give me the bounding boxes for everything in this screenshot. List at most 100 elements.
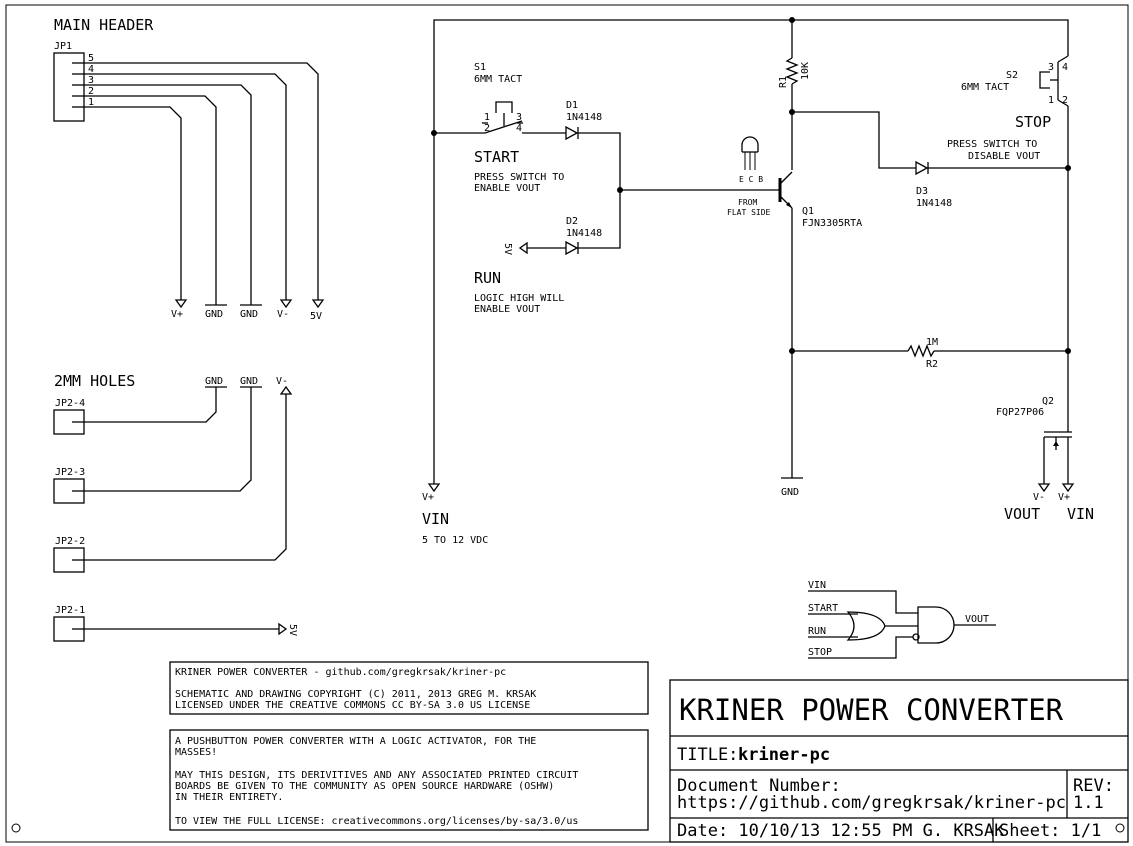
start-label: START [474, 148, 519, 166]
main-header-title: MAIN HEADER [54, 16, 154, 34]
jp1-pin-2: 2 [88, 86, 94, 97]
q1-ref: Q1 [802, 206, 814, 217]
d1-ref: D1 [566, 100, 578, 111]
start-note-2: ENABLE VOUT [474, 183, 540, 194]
jp2-4-ref: JP2-4 [55, 398, 85, 409]
jp1-net-vminus: V- [277, 309, 289, 320]
vin-note: 5 TO 12 VDC [422, 535, 488, 546]
jp2-4-wire [84, 387, 217, 423]
s2-value: 6MM TACT [961, 82, 1009, 93]
s2-pin-2: 2 [1062, 95, 1068, 106]
holes-net-gnd-2: GND [240, 376, 258, 387]
r2-value: 1M [926, 337, 938, 348]
jp1-pin-4: 4 [88, 64, 94, 75]
license-line-3: MAY THIS DESIGN, ITS DERIVITIVES AND ANY… [175, 770, 578, 781]
jp2-2-wire [84, 394, 287, 561]
q2-value: FQP27P06 [996, 407, 1044, 418]
s2-stop-switch: 3 4 1 2 S2 6MM TACT STOP PRESS SWITCH TO… [947, 55, 1069, 162]
jp1-pin-5: 5 [88, 53, 94, 64]
d2-net-5v: 5V [502, 243, 513, 255]
jp1-pin-1: 1 [88, 97, 94, 108]
vin-net: V+ [422, 492, 434, 503]
s1-pin-3: 3 [516, 112, 522, 123]
title-block-doc-value: https://github.com/gregkrsak/kriner-pc [677, 793, 1066, 813]
license-box: A PUSHBUTTON POWER CONVERTER WITH A LOGI… [169, 729, 649, 831]
jp1-pin-3: 3 [88, 75, 94, 86]
q1-note-2: FLAT SIDE [727, 208, 771, 217]
title-block-rev-label: REV: [1073, 776, 1114, 796]
holes-net-vminus: V- [276, 376, 288, 387]
q2-net-vplus: V+ [1058, 492, 1070, 503]
copyright-line-1: KRINER POWER CONVERTER - github.com/greg… [175, 667, 506, 678]
s1-ref: S1 [474, 62, 486, 73]
copyright-box: KRINER POWER CONVERTER - github.com/greg… [169, 661, 649, 715]
q1-gnd-label: GND [781, 487, 799, 498]
power-circuit: V+ VIN 5 TO 12 VDC S1 6MM TACT 1 2 3 4 S… [422, 17, 1094, 546]
s1-value: 6MM TACT [474, 74, 522, 85]
jp1-pin-marks [72, 62, 84, 108]
logic-diagram: VIN START RUN STOP VOUT [808, 580, 996, 659]
title-block: KRINER POWER CONVERTER TITLE: kriner-pc … [669, 679, 1129, 843]
copyright-line-3: LICENSED UNDER THE CREATIVE COMMONS CC B… [175, 700, 530, 711]
d1-value: 1N4148 [566, 112, 602, 123]
d2-diode: D2 1N4148 5V RUN LOGIC HIGH WILL ENABLE … [474, 216, 602, 315]
d3-value: 1N4148 [916, 198, 952, 209]
d3-wire [792, 111, 916, 169]
d2-ref: D2 [566, 216, 578, 227]
holes-vminus-arrow [279, 385, 293, 395]
jp1-net-gnd-2: GND [240, 309, 258, 320]
holes-net-gnd-1: GND [205, 376, 223, 387]
q1-value: FJN3305RTA [802, 218, 862, 229]
title-block-date: Date: 10/10/13 12:55 PM G. KRSAK [677, 821, 1005, 841]
license-line-1: A PUSHBUTTON POWER CONVERTER WITH A LOGI… [175, 736, 536, 747]
run-note-2: ENABLE VOUT [474, 304, 540, 315]
fivev-arrow [311, 299, 325, 309]
jp2-1-net-5v: 5V [287, 624, 298, 636]
title-block-project: KRINER POWER CONVERTER [679, 693, 1064, 727]
vin-label: VIN [422, 510, 449, 528]
d3-diode: D3 1N4148 [915, 160, 1068, 209]
jp1-net-5v: 5V [310, 311, 322, 322]
logic-in-start: START [808, 603, 838, 614]
stop-label: STOP [1015, 113, 1051, 131]
jp2-1-5v-arrow [278, 622, 288, 636]
title-block-title-label: TITLE: [677, 745, 738, 765]
jp2-1-ref: JP2-1 [55, 605, 85, 616]
jp1-ref: JP1 [54, 41, 72, 52]
and-gate [917, 606, 955, 644]
vminus-arrow [279, 299, 293, 309]
s1-pin-4: 4 [516, 123, 522, 134]
q1-note-1: FROM [738, 198, 757, 207]
vin-out-label: VIN [1067, 505, 1094, 523]
logic-in-run: RUN [808, 626, 826, 637]
stop-note-1: PRESS SWITCH TO [947, 139, 1037, 150]
holes-section: 2MM HOLES GND GND V- JP2-4 JP2-3 JP2-2 J… [53, 372, 298, 642]
drawing-frame [5, 4, 1129, 843]
r1-ref: R1 [778, 76, 789, 88]
license-line-2: MASSES! [175, 747, 217, 758]
title-block-sheet: Sheet: 1/1 [999, 821, 1101, 841]
q2-mosfet: Q2 FQP27P06 V- V+ VOUT VIN [996, 396, 1094, 523]
s1-start-switch: S1 6MM TACT 1 2 3 4 START PRESS SWITCH T… [434, 62, 566, 194]
vin-vplus-arrow [427, 483, 441, 493]
r1-resistor: R1 10K [778, 20, 811, 170]
or-gate [846, 611, 886, 641]
vout-label: VOUT [1004, 505, 1040, 523]
license-line-4: BOARDS BE GIVEN TO THE COMMUNITY AS OPEN… [175, 781, 554, 792]
jp2-3-ref: JP2-3 [55, 467, 85, 478]
logic-out-vout: VOUT [965, 614, 989, 625]
logic-in-stop: STOP [808, 647, 832, 658]
q2-net-vminus: V- [1033, 492, 1045, 503]
d2-value: 1N4148 [566, 228, 602, 239]
jp2-2-ref: JP2-2 [55, 536, 85, 547]
holes-title: 2MM HOLES [54, 372, 135, 390]
main-header-section: MAIN HEADER JP1 5 4 3 2 1 V+ GND G [53, 16, 325, 322]
d3-ref: D3 [916, 186, 928, 197]
s2-ref: S2 [1006, 70, 1018, 81]
q1-pin-labels: E C B [739, 175, 763, 184]
s2-pin-1: 1 [1048, 95, 1054, 106]
s1-pin-2: 2 [484, 123, 490, 134]
jp2-3-wire [84, 387, 252, 492]
copyright-line-2: SCHEMATIC AND DRAWING COPYRIGHT (C) 2011… [175, 689, 536, 700]
